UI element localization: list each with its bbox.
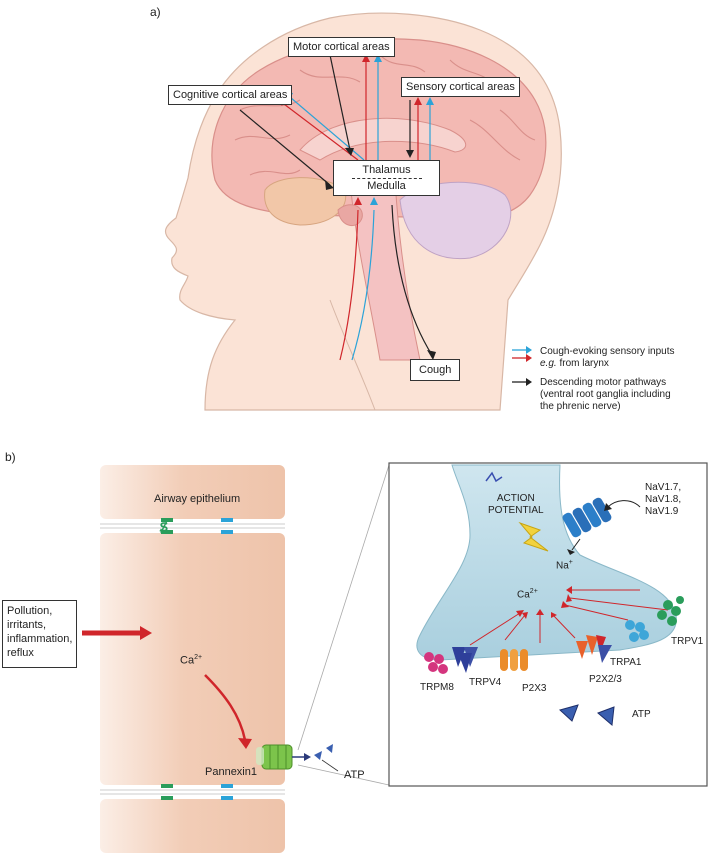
ca-superscript: 2+	[194, 654, 203, 661]
legend-motor-line2: (ventral root ganglia including	[540, 389, 671, 400]
trpv1-label: TRPV1	[671, 636, 704, 647]
nav17-label: NaV1.7,	[645, 482, 682, 493]
nav-label: NaV1.7, NaV1.8, NaV1.9	[645, 482, 681, 518]
legend-arrows	[512, 346, 532, 386]
atp-label-left: ATP	[344, 769, 365, 781]
nav19-label: NaV1.9	[645, 506, 679, 517]
trpv4-label: TRPV4	[469, 677, 502, 688]
stimuli-box: Pollution, irritants, inflammation, refl…	[2, 600, 77, 668]
corpus-callosum	[299, 117, 467, 161]
svg-text:ꟍ: ꟍ	[159, 518, 169, 535]
p2x23-label: P2X2/3	[589, 674, 622, 685]
legend-sensory-line2: e.g. from larynx	[540, 358, 609, 370]
panel-b-letter: b)	[5, 450, 16, 464]
trpv4-channel	[500, 649, 528, 671]
sensory-cortical-box: Sensory cortical areas	[401, 77, 520, 97]
action-label: ACTION	[496, 493, 535, 504]
cough-box: Cough	[410, 359, 461, 381]
tight-junctions: ꟍ	[100, 518, 285, 800]
nerve-terminal	[416, 464, 677, 661]
stimulus-inflammation: inflammation,	[7, 633, 73, 645]
airway-illustration: ꟍ	[82, 462, 708, 853]
atp-triangle	[314, 751, 322, 760]
ca-inset-text: Ca	[517, 589, 530, 601]
cerebellum	[399, 181, 512, 260]
medulla-label: Medulla	[367, 180, 406, 192]
trpm8-label: TRPM8	[420, 682, 454, 693]
airway-epithelium-label: Airway epithelium	[154, 493, 241, 505]
trpv1-channel	[657, 596, 684, 626]
gyri	[234, 54, 536, 176]
lightning-icon	[518, 521, 549, 552]
nav-channel	[562, 497, 612, 538]
stimuli-arrow	[140, 626, 152, 640]
atp-triangles-inset	[558, 704, 615, 726]
na-superscript: +	[568, 559, 573, 566]
action-potential-label: ACTION POTENTIAL	[488, 493, 544, 517]
ca-inset-superscript: 2+	[529, 588, 538, 595]
motor-cortical-box: Motor cortical areas	[288, 37, 395, 57]
legend-motor-line1: Descending motor pathways	[540, 377, 667, 388]
p2x3-channel	[452, 647, 478, 673]
cognitive-cortical-box: Cognitive cortical areas	[168, 85, 293, 105]
stimulus-irritants: irritants,	[7, 619, 47, 631]
legend-sensory-line1: Cough-evoking sensory inputs	[540, 346, 675, 357]
ca-label-inset: Ca2+	[517, 586, 538, 601]
trpa1-channel	[625, 620, 649, 642]
action-potential-icon	[485, 471, 503, 483]
na-label: Na+	[556, 557, 573, 572]
trpa1-label: TRPA1	[610, 657, 642, 668]
stimulus-pollution: Pollution,	[7, 605, 53, 617]
legend-eg: e.g.	[540, 358, 557, 369]
legend-motor-line3: the phrenic nerve)	[540, 401, 621, 412]
trpm8-channel	[424, 652, 448, 674]
stimulus-reflux: reflux	[7, 647, 34, 659]
ca-text: Ca	[180, 654, 195, 667]
potential-label: POTENTIAL	[488, 505, 544, 516]
ca-arrow	[238, 738, 252, 749]
ca-influx-arrows	[469, 589, 669, 646]
atp-label-inset: ATP	[632, 709, 651, 720]
legend-from-larynx: from larynx	[556, 358, 609, 369]
thalamus-label: Thalamus	[351, 163, 422, 179]
cell-top	[100, 465, 285, 519]
p2x23-channel	[576, 635, 612, 663]
p2x3-label: P2X3	[522, 683, 547, 694]
pathways	[239, 54, 433, 361]
cell-bottom	[100, 799, 285, 853]
pannexin-channel	[256, 744, 293, 770]
na-text: Na	[556, 560, 569, 572]
panel-a-letter: a)	[150, 5, 161, 19]
ca-label-left: Ca2+	[180, 652, 202, 667]
thalamus-medulla-box: Thalamus Medulla	[333, 160, 440, 196]
pannexin-label: Pannexin1	[205, 766, 257, 778]
nav18-label: NaV1.8,	[645, 494, 682, 505]
